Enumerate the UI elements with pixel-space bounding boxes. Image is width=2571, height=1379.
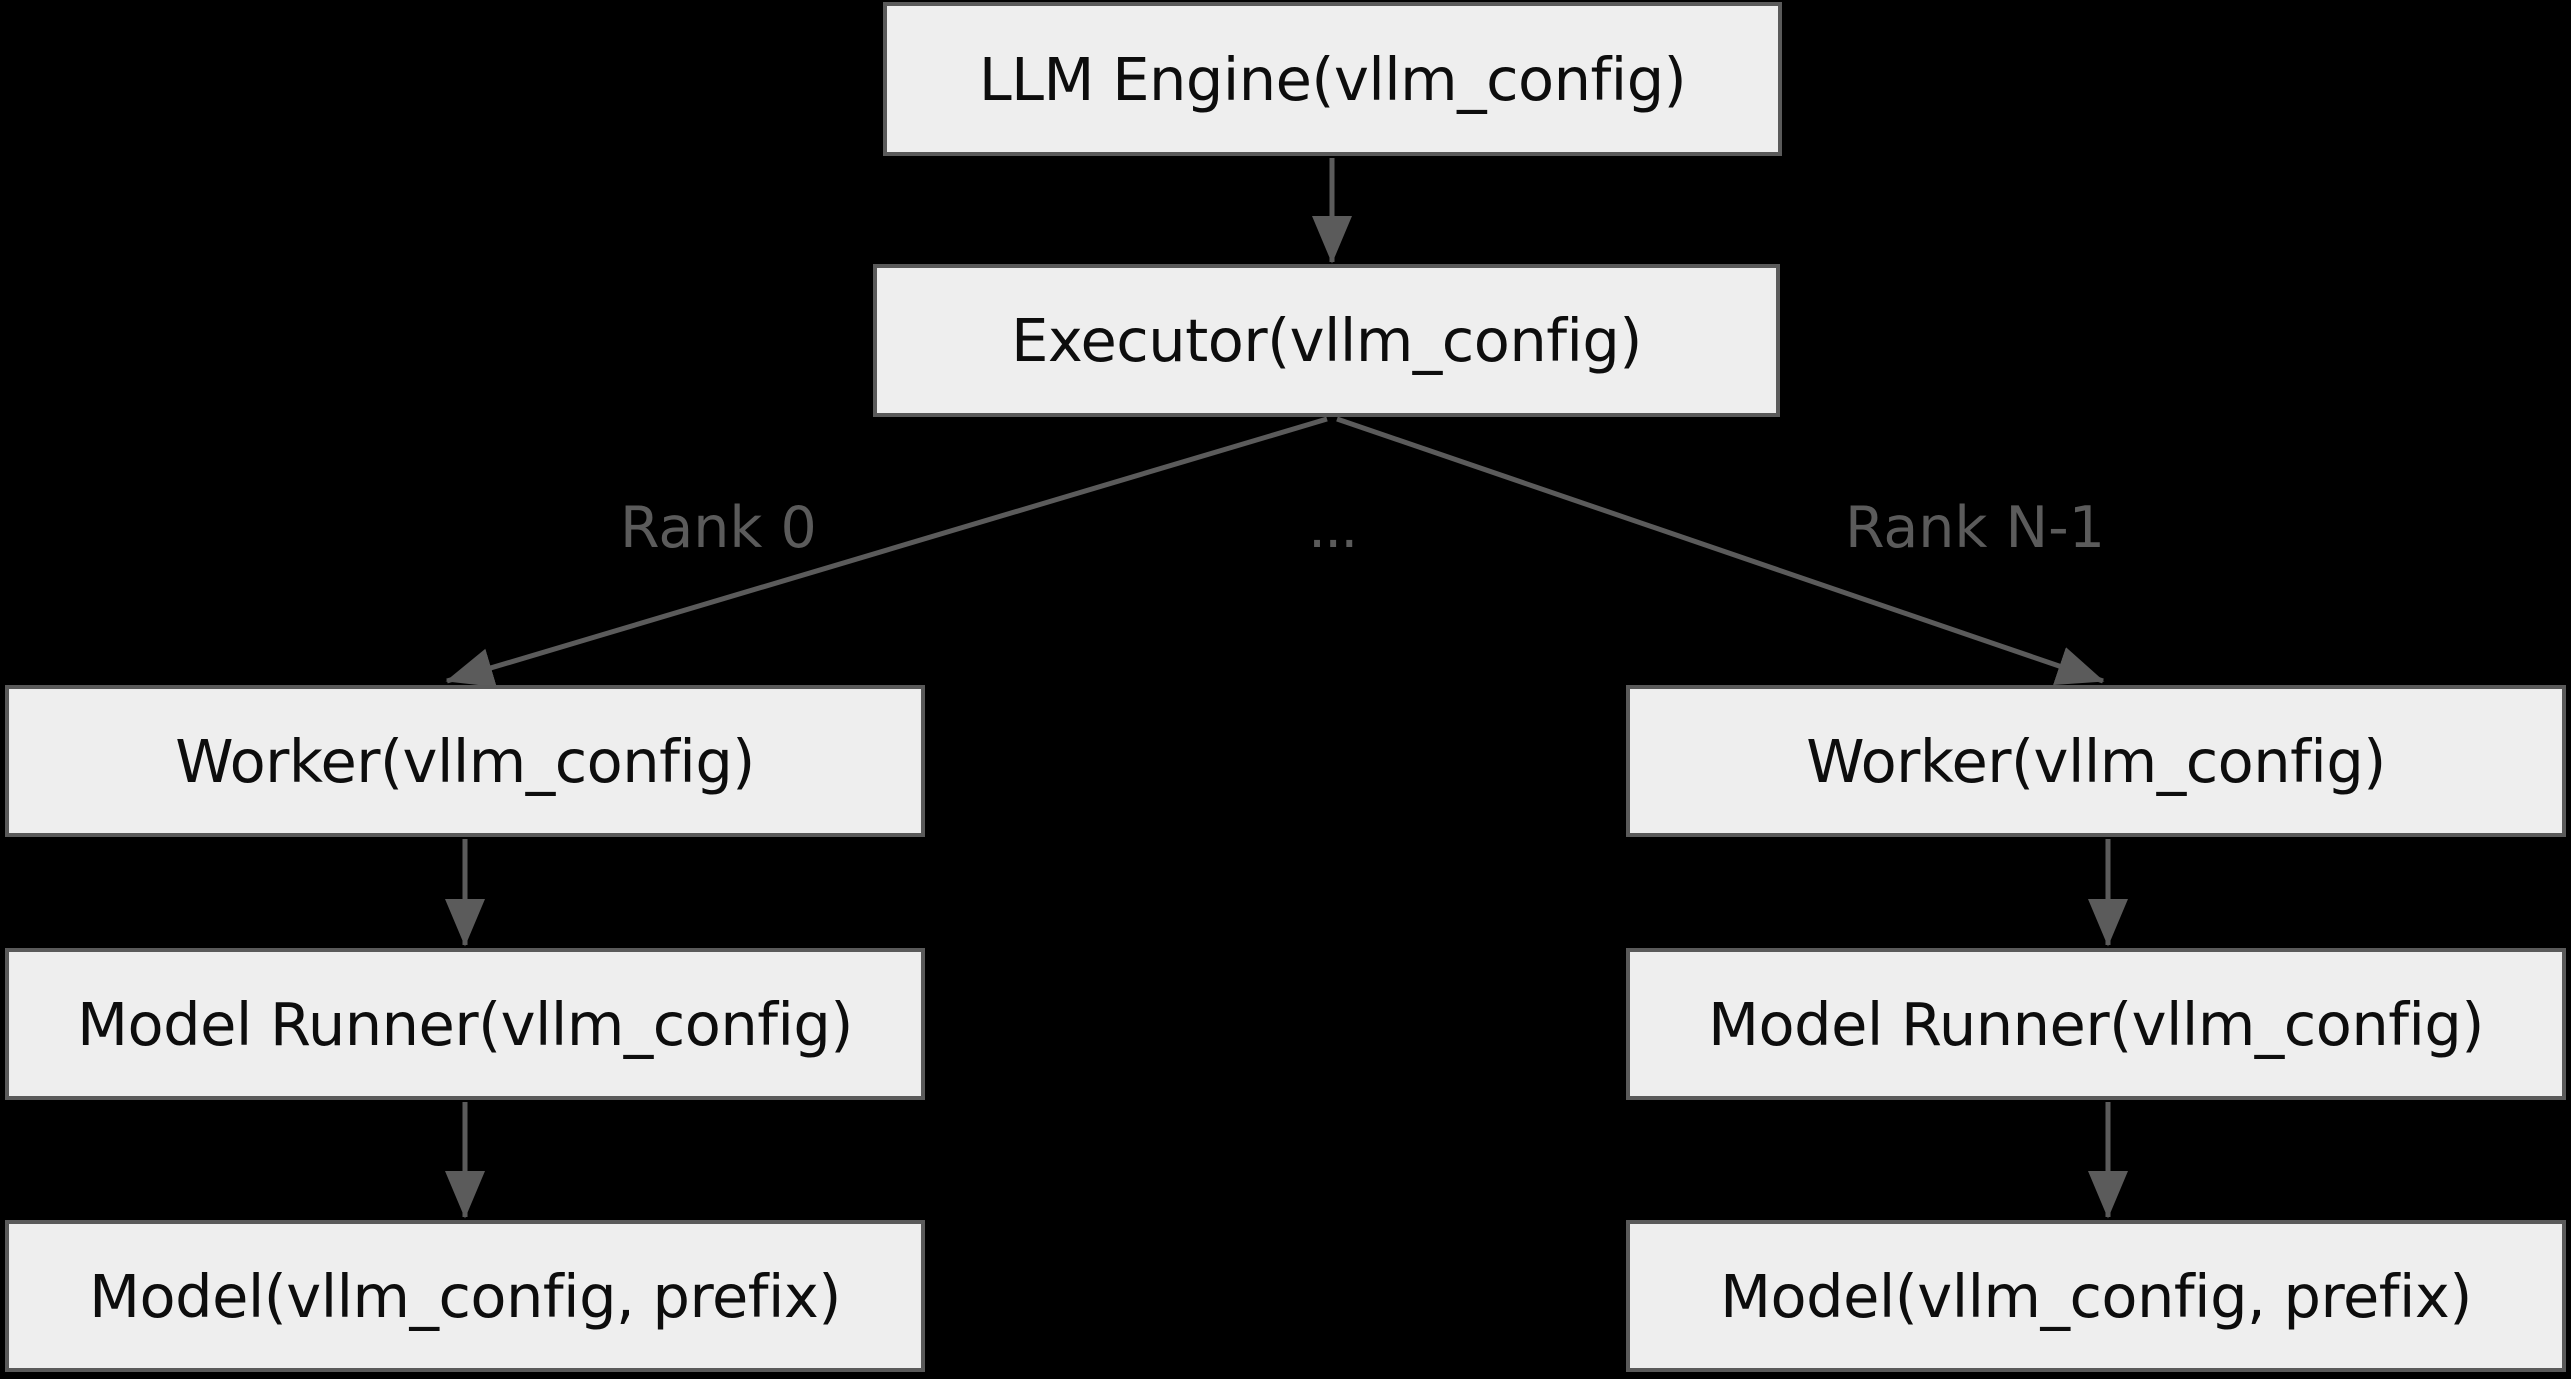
- node-model-rankn[interactable]: Model(vllm_config, prefix): [1626, 1220, 2566, 1372]
- node-worker-rankn[interactable]: Worker(vllm_config): [1626, 685, 2566, 837]
- node-llm-engine-label: LLM Engine(vllm_config): [978, 44, 1687, 114]
- node-model-rankn-label: Model(vllm_config, prefix): [1720, 1261, 2472, 1331]
- node-model-rank0-label: Model(vllm_config, prefix): [89, 1261, 841, 1331]
- node-model-rank0[interactable]: Model(vllm_config, prefix): [5, 1220, 925, 1372]
- node-worker-rankn-label: Worker(vllm_config): [1806, 726, 2386, 796]
- node-model-runner-rankn-label: Model Runner(vllm_config): [1708, 989, 2484, 1059]
- node-executor[interactable]: Executor(vllm_config): [873, 264, 1780, 417]
- node-model-runner-rank0-label: Model Runner(vllm_config): [77, 989, 853, 1059]
- edge-label-ellipsis: ...: [1308, 495, 1358, 561]
- edge-label-rank-0: Rank 0: [620, 495, 817, 561]
- node-model-runner-rank0[interactable]: Model Runner(vllm_config): [5, 948, 925, 1100]
- node-model-runner-rankn[interactable]: Model Runner(vllm_config): [1626, 948, 2566, 1100]
- edge-label-rank-n-minus-1: Rank N-1: [1845, 495, 2106, 561]
- node-worker-rank0-label: Worker(vllm_config): [175, 726, 755, 796]
- node-worker-rank0[interactable]: Worker(vllm_config): [5, 685, 925, 837]
- edge-executor-to-worker-rank0: [445, 416, 1328, 688]
- node-executor-label: Executor(vllm_config): [1011, 306, 1642, 375]
- node-llm-engine[interactable]: LLM Engine(vllm_config): [883, 2, 1782, 156]
